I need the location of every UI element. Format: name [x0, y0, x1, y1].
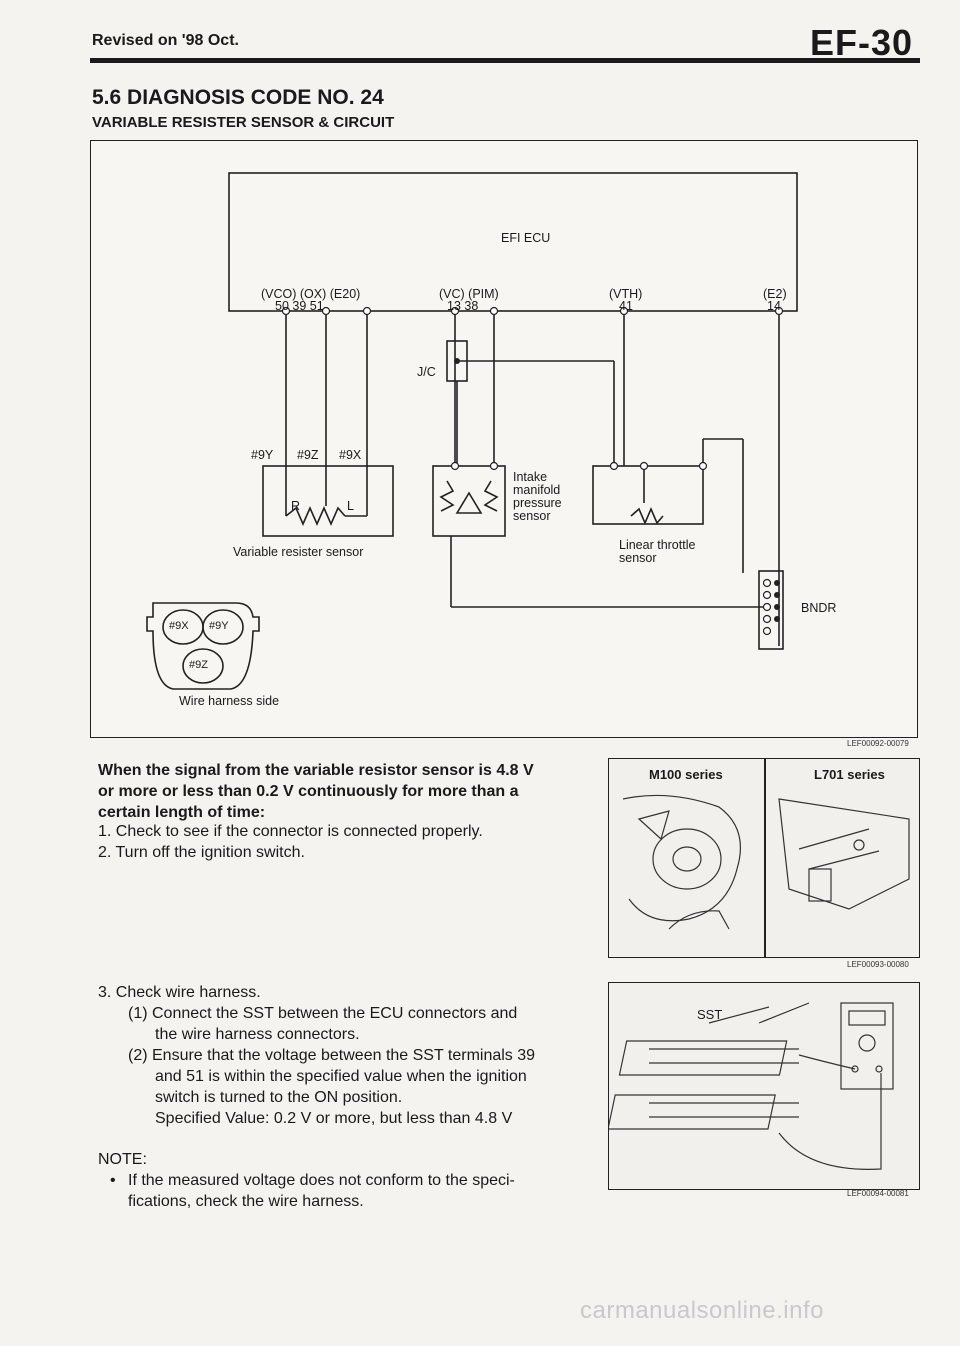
- connector-location-drawing: [622, 794, 910, 930]
- pin-group-names: (VTH): [609, 287, 643, 301]
- throttle-sensor-label: Linear throttle sensor: [619, 538, 696, 565]
- figure-code: LEF00094-00081: [847, 1189, 909, 1198]
- pin-group-numbers: 14: [767, 299, 781, 313]
- photo-divider: [764, 759, 766, 957]
- wire-label: #9Y: [251, 448, 274, 462]
- page-code: EF-30: [810, 22, 914, 63]
- pin-group-names: (E2): [763, 287, 787, 301]
- series-label: L701 series: [814, 767, 885, 782]
- wire-label: #9X: [339, 448, 362, 462]
- pin-group-numbers: 41: [619, 299, 633, 313]
- ecu-label: EFI ECU: [501, 231, 551, 245]
- connector-location-photo: M100 series L701 series: [608, 758, 920, 958]
- ecu-box: [228, 172, 798, 312]
- sst-label: SST: [697, 1007, 723, 1022]
- connector-pin-label: #9X: [169, 620, 189, 632]
- sst-meter-photo: SST: [608, 982, 920, 1190]
- section-title: 5.6 DIAGNOSIS CODE NO. 24: [92, 86, 384, 109]
- connector-pin-label: #9Z: [189, 659, 208, 671]
- revision-note: Revised on '98 Oct.: [92, 32, 239, 49]
- step-item: 2. Turn off the ignition switch.: [98, 844, 305, 861]
- harness-connector-outline: [146, 602, 260, 690]
- step-3-heading: 3. Check wire harness.: [98, 984, 261, 1001]
- steps-list: 1. Check to see if the connector is conn…: [98, 821, 598, 863]
- connector-pin-label: #9Y: [209, 620, 229, 632]
- circuit-diagram: EFI ECU (VCO) (OX) (E20) 50 39 51 (VC) (…: [90, 140, 918, 738]
- bndr-connector: [758, 570, 784, 650]
- figure-code: LEF00093-00080: [847, 960, 909, 969]
- section-subtitle: VARIABLE RESISTER SENSOR & CIRCUIT: [92, 114, 395, 131]
- resistor-pin-label: R: [291, 499, 301, 513]
- bndr-label: BNDR: [801, 601, 837, 615]
- step-3-sub-1: (1) Connect the SST between the ECU conn…: [128, 1005, 518, 1043]
- specified-value: Specified Value: 0.2 V or more, but less…: [155, 1110, 513, 1127]
- step-3-block: 3. Check wire harness. (1) Connect the S…: [98, 982, 588, 1212]
- sst-meter-drawing: [609, 1002, 894, 1170]
- circuit-drawing: [146, 172, 798, 690]
- resistor-pin-label: L: [347, 499, 354, 513]
- wire-label: #9Z: [297, 448, 319, 462]
- pin-group-numbers: 13 38: [447, 299, 479, 313]
- series-label: M100 series: [649, 767, 723, 782]
- trouble-condition: When the signal from the variable resist…: [98, 762, 534, 821]
- step-3-sub-2: (2) Ensure that the voltage between the …: [98, 1045, 588, 1129]
- harness-side-label: Wire harness side: [179, 694, 280, 708]
- step-item: 1. Check to see if the connector is conn…: [98, 823, 483, 840]
- variable-sensor-box: [262, 465, 394, 537]
- watermark: carmanualsonline.info: [580, 1297, 824, 1324]
- intake-sensor-label: Intake manifold pressure sensor: [513, 470, 562, 523]
- jc-label: J/C: [417, 365, 436, 379]
- pin-group-names: (VC) (PIM): [439, 287, 499, 301]
- intake-sensor-box: [432, 465, 506, 537]
- variable-sensor-label: Variable resister sensor: [233, 545, 364, 559]
- note-heading: NOTE:: [98, 1151, 147, 1168]
- header-rule: [90, 58, 920, 63]
- pin-group-names: (VCO) (OX) (E20): [261, 287, 361, 301]
- bullet-icon: •: [110, 1172, 116, 1189]
- note-bullet: • If the measured voltage does not confo…: [110, 1172, 515, 1210]
- pin-group-numbers: 50 39 51: [275, 299, 324, 313]
- figure-code: LEF00092-00079: [847, 739, 909, 748]
